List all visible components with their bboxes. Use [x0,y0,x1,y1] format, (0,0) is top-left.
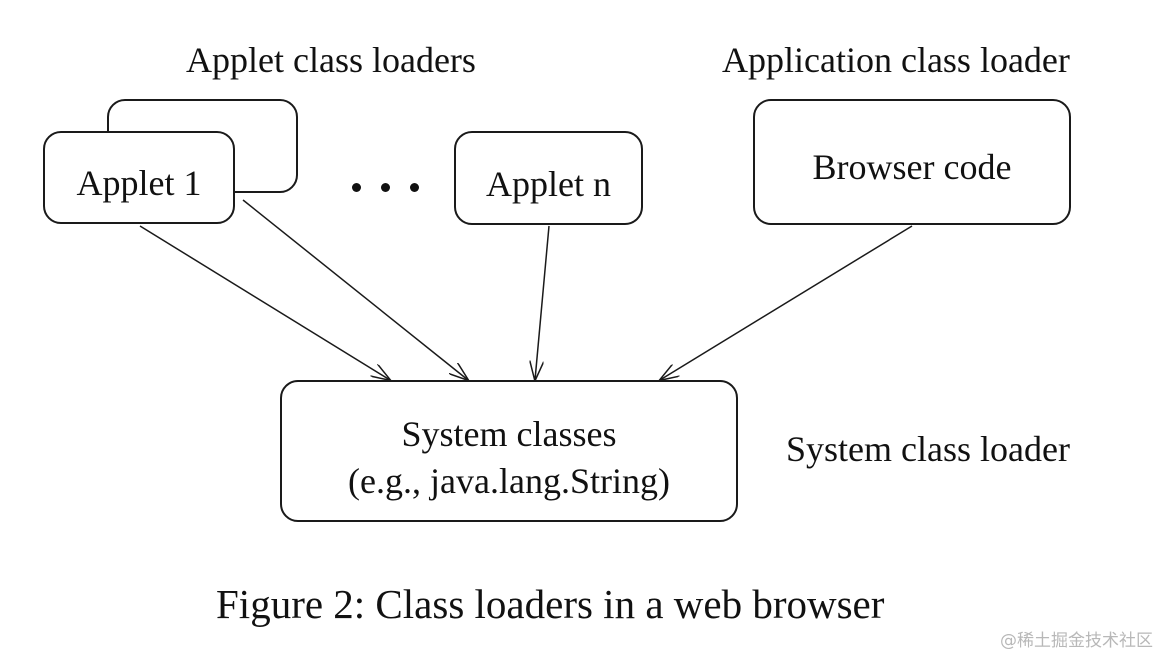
ellipsis-dot [352,183,361,192]
arrow-stacked-applet-to-system [242,199,468,380]
browser-code-box: Browser code [753,99,1071,225]
arrow-applet-n-to-system [535,225,550,380]
applet-n-box: Applet n [454,131,643,225]
applet-class-loaders-label: Applet class loaders [186,40,476,80]
ellipsis [352,183,419,192]
application-class-loader-label: Application class loader [722,40,1070,80]
system-classes-label: System classes [401,414,617,454]
watermark: @稀土掘金技术社区 [1000,631,1153,651]
applet-1-box: Applet 1 [43,131,235,224]
applet-1-label: Applet 1 [76,163,202,203]
applet-n-label: Applet n [486,164,611,204]
figure-caption: Figure 2: Class loaders in a web browser [216,581,885,627]
system-class-loader-label: System class loader [786,429,1070,469]
ellipsis-dot [410,183,419,192]
browser-code-label: Browser code [812,147,1012,187]
ellipsis-dot [381,183,390,192]
system-classes-example-label: (e.g., java.lang.String) [348,461,670,501]
system-classes-box: System classes (e.g., java.lang.String) [280,380,738,522]
arrow-browser-code-to-system [660,225,913,380]
arrow-applet-1-to-system [139,225,390,380]
